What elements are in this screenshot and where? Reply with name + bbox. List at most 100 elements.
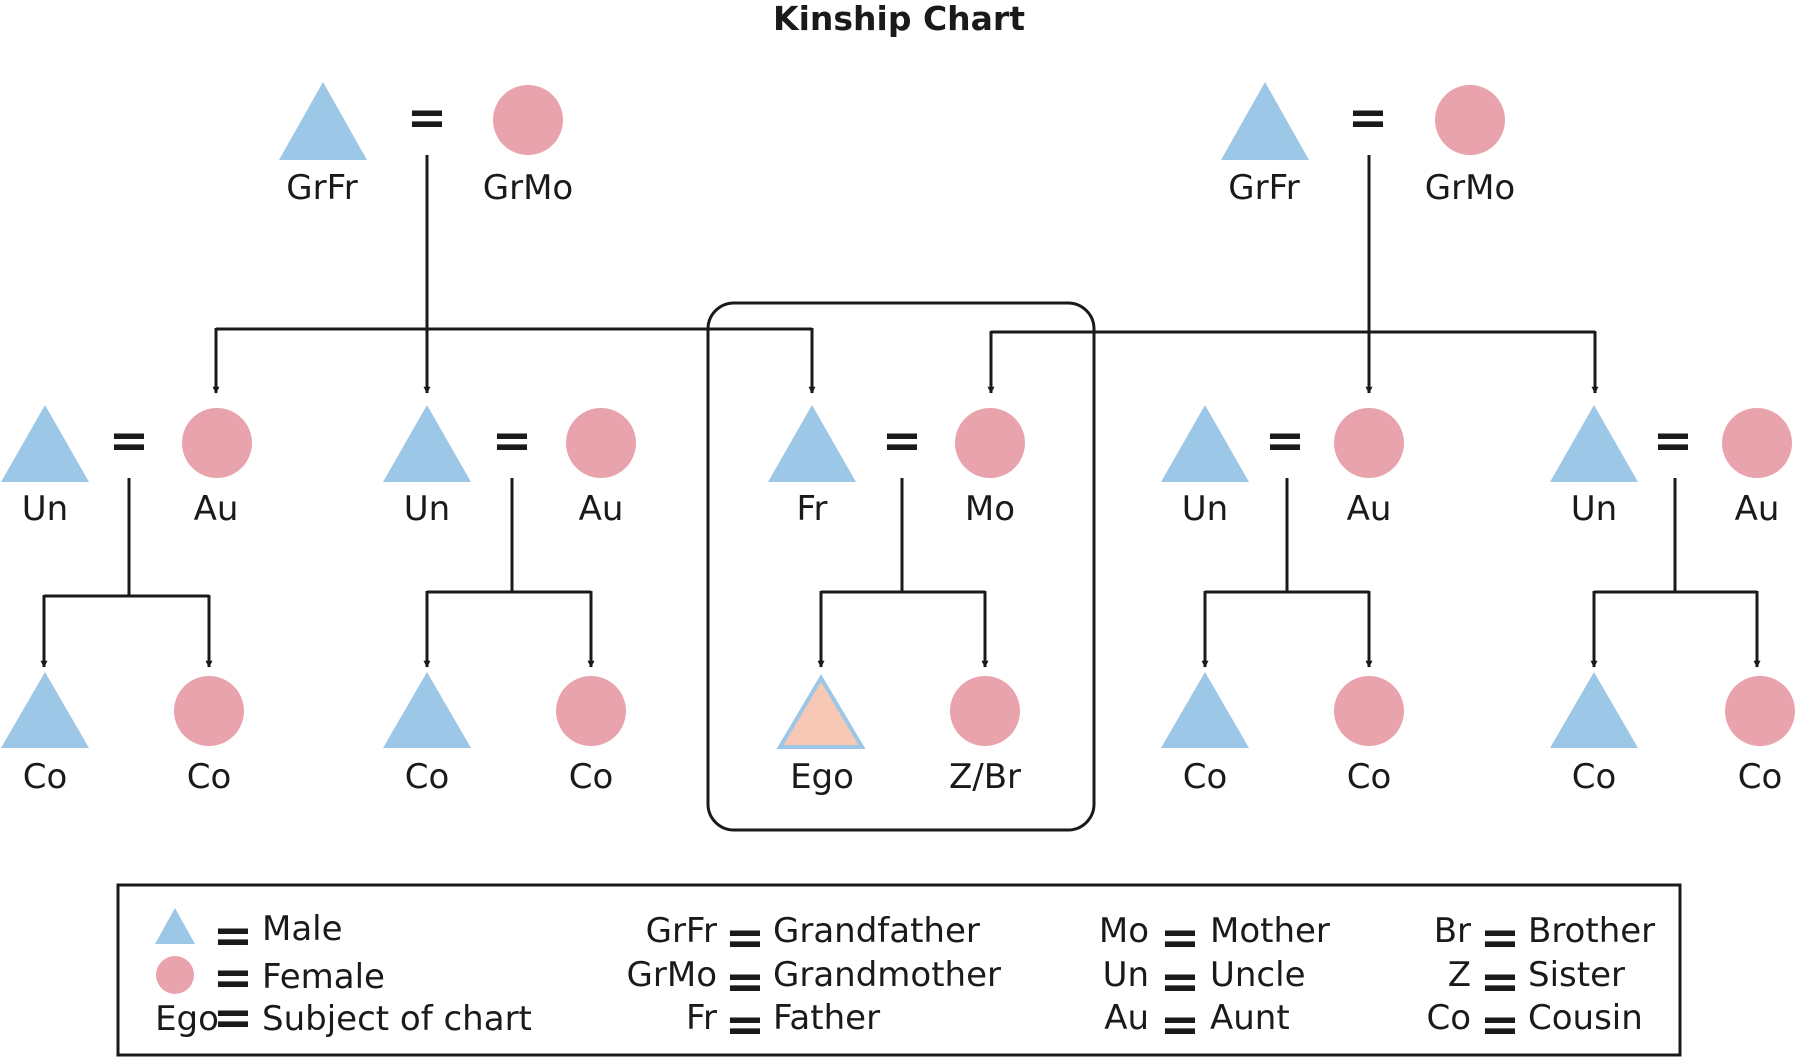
cousin-circle-icon <box>1725 676 1795 746</box>
children-5: Co Co <box>1550 672 1795 797</box>
marriage-sign: = <box>407 90 447 146</box>
marriage-sign: = <box>492 413 532 469</box>
grandmother-label: GrMo <box>483 168 573 208</box>
legend-abbr: Un <box>1103 955 1149 995</box>
marriage-sign: = <box>882 413 922 469</box>
cousin-label: Co <box>187 757 232 797</box>
aunt-label: Au <box>579 489 624 529</box>
legend-equals: = <box>213 908 253 964</box>
mother-circle-icon <box>955 408 1025 478</box>
grandfather-triangle-icon <box>1221 82 1309 160</box>
legend-ego-meaning: Subject of chart <box>262 999 532 1039</box>
descent-lines-gen2 <box>40 478 1761 668</box>
legend-abbr: GrFr <box>646 911 717 951</box>
children-ego: Ego Z/Br <box>776 674 1021 797</box>
legend-equals: = <box>725 954 765 1010</box>
cousin-label: Co <box>1347 757 1392 797</box>
cousin-label: Co <box>1572 757 1617 797</box>
legend-abbr: Au <box>1104 998 1149 1038</box>
cousin-circle-icon <box>1334 676 1404 746</box>
uncle-triangle-icon <box>1161 405 1249 482</box>
grandparents-right: = GrFr GrMo <box>1221 82 1515 208</box>
aunt-circle-icon <box>1334 408 1404 478</box>
legend-abbr: Br <box>1434 911 1471 951</box>
legend-abbr: Mo <box>1099 911 1149 951</box>
sibling-circle-icon <box>950 676 1020 746</box>
female-legend-circle-icon <box>156 956 194 994</box>
father-triangle-icon <box>768 405 856 482</box>
legend-meaning: Uncle <box>1210 955 1306 995</box>
couple-1: = Un Au <box>1 405 252 529</box>
cousin-circle-icon <box>556 676 626 746</box>
aunt-circle-icon <box>1722 408 1792 478</box>
legend-equals: = <box>1160 997 1200 1053</box>
couple-5: = Un Au <box>1550 405 1792 529</box>
descent-lines-gen1 <box>212 155 1599 394</box>
marriage-sign: = <box>1348 90 1388 146</box>
uncle-label: Un <box>1182 489 1228 529</box>
cousin-label: Co <box>23 757 68 797</box>
children-1: Co Co <box>1 672 244 797</box>
children-2: Co Co <box>383 672 626 797</box>
uncle-triangle-icon <box>1550 405 1638 482</box>
uncle-triangle-icon <box>1 405 89 482</box>
grandmother-circle-icon <box>493 85 563 155</box>
legend-equals: = <box>725 997 765 1053</box>
male-legend-triangle-icon <box>155 908 195 944</box>
legend-equals: = <box>213 950 253 1006</box>
aunt-label: Au <box>1735 489 1780 529</box>
grandfather-label: GrFr <box>286 168 357 208</box>
legend: Ego = = = Male Female Subject of chart G… <box>116 883 1682 1057</box>
legend-equals: = <box>725 910 765 966</box>
legend-equals: = <box>1480 954 1520 1010</box>
mother-label: Mo <box>965 489 1015 529</box>
marriage-sign: = <box>1265 413 1305 469</box>
uncle-label: Un <box>1571 489 1617 529</box>
legend-equals: = <box>1160 954 1200 1010</box>
aunt-circle-icon <box>566 408 636 478</box>
legend-male-meaning: Male <box>262 909 343 949</box>
legend-meaning: Grandmother <box>773 955 1001 995</box>
legend-meaning: Mother <box>1210 911 1330 951</box>
legend-meaning: Father <box>773 998 880 1038</box>
grandfather-triangle-icon <box>279 82 367 160</box>
uncle-label: Un <box>22 489 68 529</box>
legend-meaning: Sister <box>1528 955 1625 995</box>
legend-meaning: Aunt <box>1210 998 1290 1038</box>
nuclear-family-box <box>706 301 1096 832</box>
aunt-label: Au <box>1347 489 1392 529</box>
legend-female-meaning: Female <box>262 957 385 997</box>
legend-equals: = <box>1160 910 1200 966</box>
cousin-triangle-icon <box>1161 672 1249 748</box>
couple-4: = Un Au <box>1161 405 1404 529</box>
legend-meaning: Cousin <box>1528 998 1643 1038</box>
legend-abbr: Fr <box>686 998 717 1038</box>
legend-abbr: Z <box>1448 955 1471 995</box>
marriage-sign: = <box>1653 413 1693 469</box>
marriage-sign: = <box>109 413 149 469</box>
ego-label: Ego <box>790 757 854 797</box>
aunt-circle-icon <box>182 408 252 478</box>
legend-equals: = <box>1480 910 1520 966</box>
legend-abbr: GrMo <box>627 955 717 995</box>
cousin-label: Co <box>1183 757 1228 797</box>
legend-box <box>116 883 1682 1057</box>
father-label: Fr <box>796 489 827 529</box>
cousin-triangle-icon <box>1550 672 1638 748</box>
legend-meaning: Grandfather <box>773 911 980 951</box>
chart-title: Kinship Chart <box>773 0 1025 38</box>
grandmother-circle-icon <box>1435 85 1505 155</box>
cousin-triangle-icon <box>1 672 89 748</box>
cousin-circle-icon <box>174 676 244 746</box>
grandparents-left: = GrFr GrMo <box>279 82 573 208</box>
couple-2: = Un Au <box>383 405 636 529</box>
uncle-triangle-icon <box>383 405 471 482</box>
cousin-label: Co <box>1738 757 1783 797</box>
legend-meaning: Brother <box>1528 911 1655 951</box>
uncle-label: Un <box>404 489 450 529</box>
cousin-label: Co <box>569 757 614 797</box>
children-4: Co Co <box>1161 672 1404 797</box>
legend-ego-abbr: Ego <box>155 999 219 1039</box>
